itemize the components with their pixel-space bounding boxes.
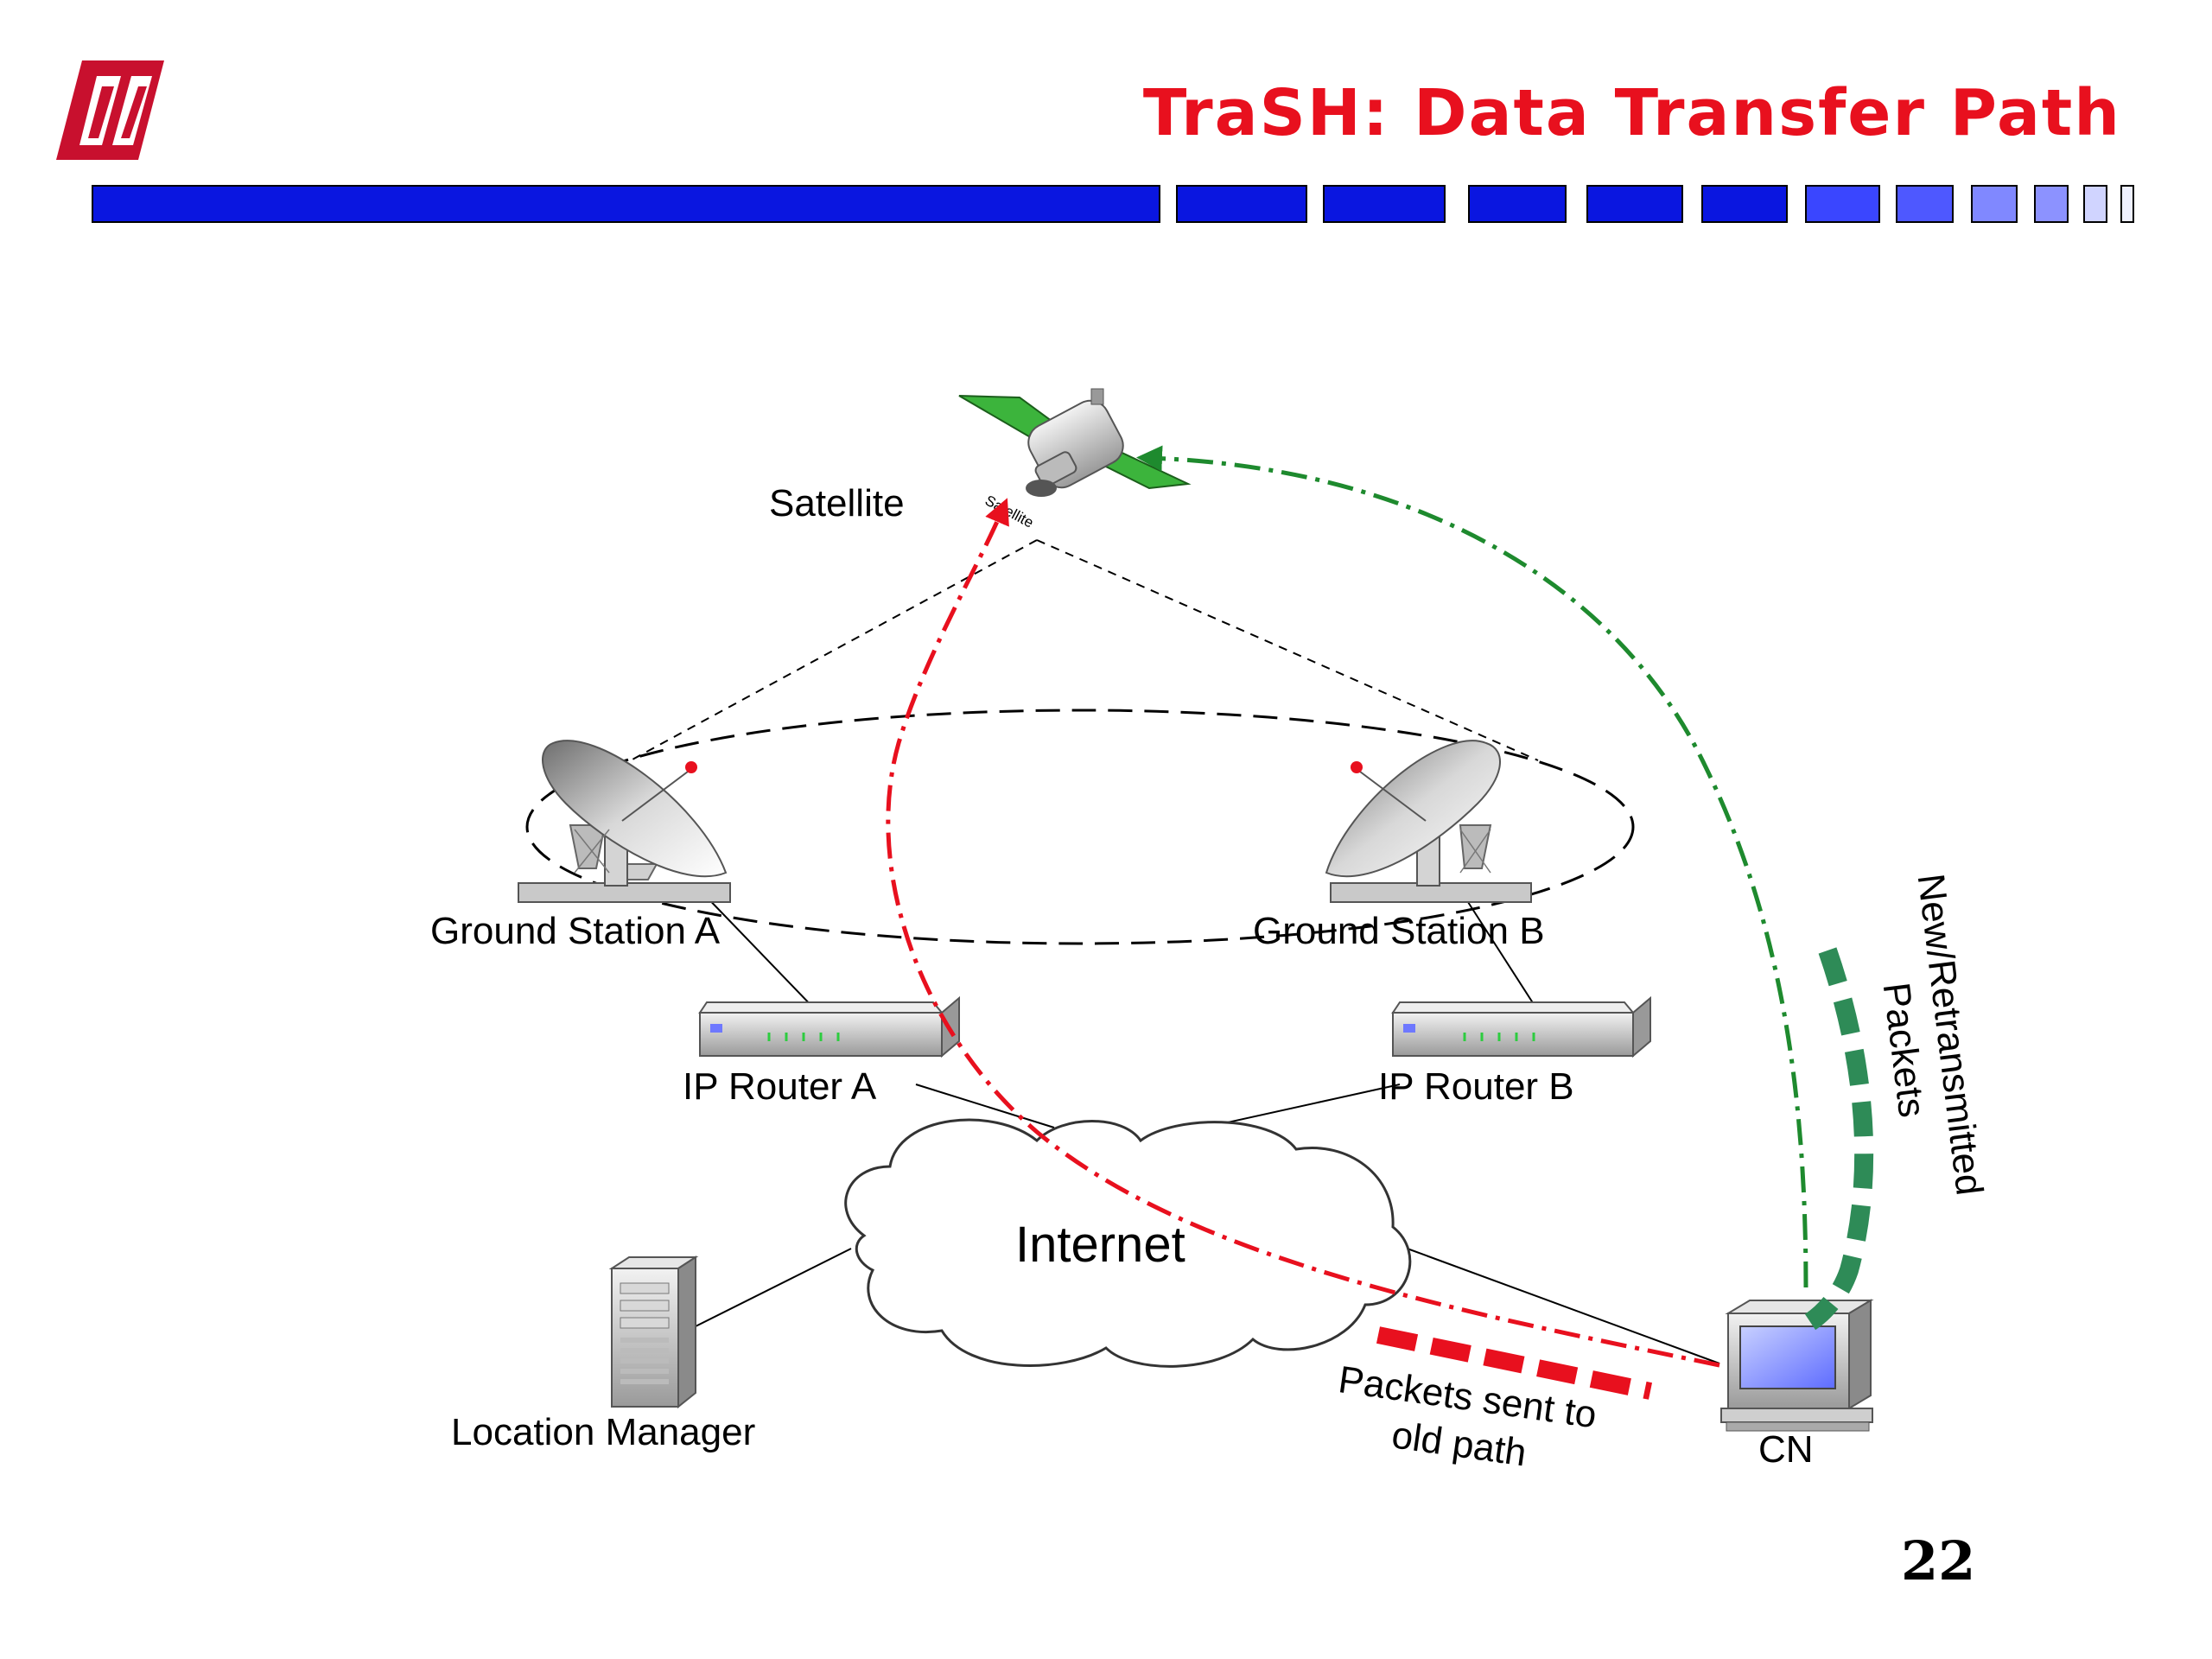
internet-label: Internet xyxy=(1015,1217,1185,1273)
page-number: 22 xyxy=(1901,1529,1976,1592)
new-path-line xyxy=(1136,445,1808,1288)
cn-computer-icon xyxy=(1720,1299,1874,1432)
ground-station-a-label: Ground Station A xyxy=(430,910,721,952)
new-path-legend-dash xyxy=(1804,947,1874,1331)
ip-router-b-icon xyxy=(1391,995,1651,1058)
ip-router-b-label: IP Router B xyxy=(1378,1065,1574,1108)
satellite-label: Satellite xyxy=(769,482,905,524)
old-path-line xyxy=(886,498,1720,1368)
ground-station-a-icon xyxy=(518,740,731,903)
satellite-coverage-ellipse xyxy=(525,709,1635,945)
old-path-legend-dash xyxy=(1376,1326,1653,1400)
header-bar xyxy=(92,185,2134,223)
ip-router-a-icon xyxy=(698,995,960,1058)
internet-cloud-icon xyxy=(844,1118,1412,1368)
satellite-small-label: Satellite xyxy=(982,493,1036,531)
satellite-links xyxy=(630,539,1539,761)
new-path-label-line2: Packets xyxy=(1875,980,1934,1119)
location-manager-server-icon xyxy=(608,1255,699,1409)
ground-station-b-label: Ground Station B xyxy=(1253,910,1545,952)
cn-label: CN xyxy=(1758,1428,1814,1471)
university-logo xyxy=(56,60,164,160)
ip-router-a-label: IP Router A xyxy=(683,1065,877,1108)
location-manager-label: Location Manager xyxy=(451,1411,755,1453)
ground-station-b-icon xyxy=(1325,740,1532,903)
slide-title: TraSH: Data Transfer Path xyxy=(1142,76,2121,150)
